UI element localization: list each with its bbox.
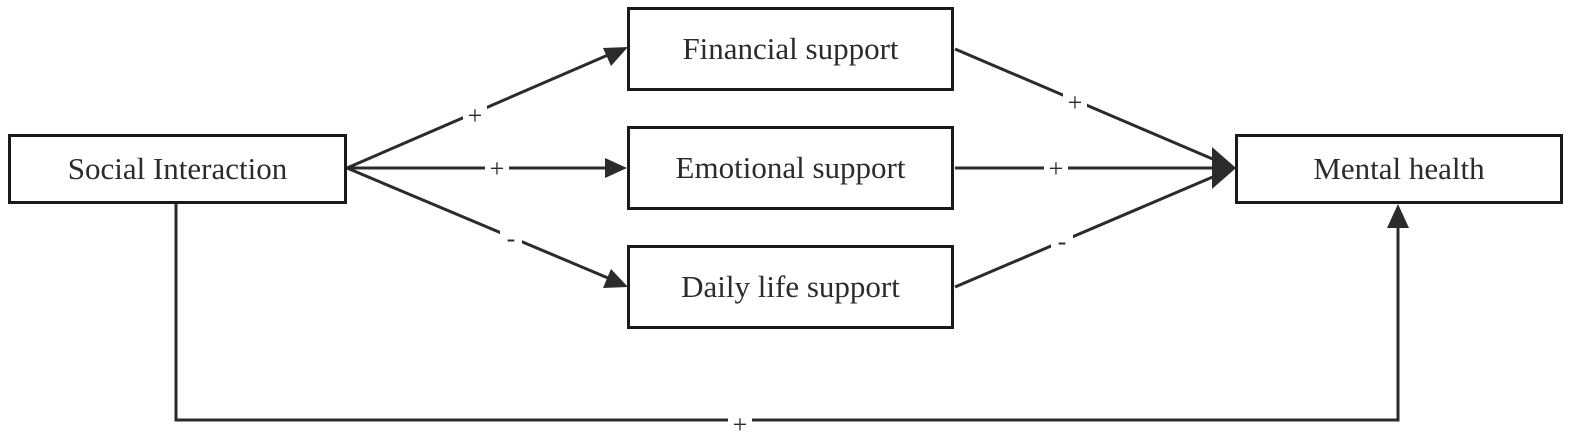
arrowhead-financial xyxy=(603,47,628,66)
edge-daily-mental xyxy=(954,174,1216,289)
node-mental-health: Mental health xyxy=(1235,134,1563,204)
edge-label-daily-mental: - xyxy=(1058,227,1067,256)
node-financial-support: Financial support xyxy=(627,7,954,91)
edge-social-daily xyxy=(346,166,609,280)
arrowhead-mental-bottom xyxy=(1387,204,1409,228)
edge-label-social-financial: + xyxy=(468,101,483,130)
edge-social-mental xyxy=(174,204,1400,422)
arrowhead-emotional xyxy=(605,158,627,178)
node-emotional-support: Emotional support xyxy=(627,126,954,210)
edge-label-social-emotional: + xyxy=(490,154,505,183)
edge-label-financial-mental: + xyxy=(1068,88,1083,117)
arrowhead-mental-left xyxy=(1212,147,1236,189)
edge-label-social-mental: + xyxy=(733,410,748,439)
node-social-interaction: Social Interaction xyxy=(8,134,347,204)
edge-label-social-daily: - xyxy=(507,224,516,253)
edge-label-emotional-mental: + xyxy=(1049,154,1064,183)
arrowhead-daily xyxy=(603,269,628,288)
node-daily-life-support: Daily life support xyxy=(627,245,954,329)
